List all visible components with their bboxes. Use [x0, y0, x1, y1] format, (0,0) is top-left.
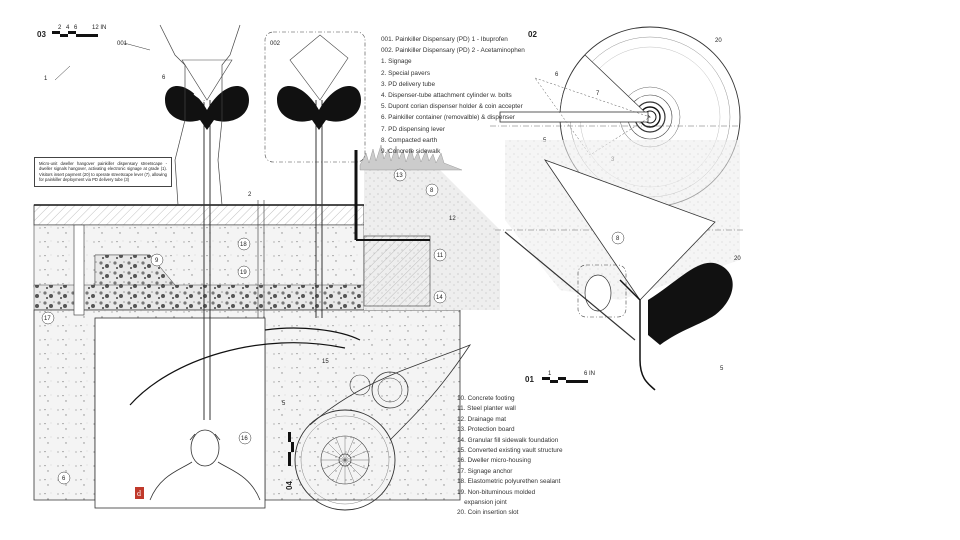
legend-item: 002. Painkiller Dispensary (PD) 2 - Acet… — [381, 47, 525, 55]
svg-text:13: 13 — [396, 173, 403, 179]
legend-item: 8. Compacted earth — [381, 136, 438, 144]
svg-text:20: 20 — [715, 38, 722, 44]
legend-item: 11. Steel planter wall — [457, 405, 516, 413]
signage-anchor — [73, 224, 85, 316]
legend-item: 2. Special pavers — [381, 69, 431, 77]
svg-text:19: 19 — [240, 270, 247, 276]
legend-item: 19. Non-bituminous molded — [457, 488, 536, 496]
dispensing-lever-plan — [499, 111, 649, 123]
legend-item: 9. Concrete sidewalk — [381, 148, 441, 156]
legend-item: 16. Dweller micro-housing — [457, 457, 531, 465]
svg-text:12: 12 — [449, 216, 456, 222]
svg-text:6: 6 — [74, 25, 78, 31]
svg-text:5: 5 — [720, 366, 724, 372]
svg-text:9: 9 — [155, 258, 159, 264]
svg-text:d: d — [137, 489, 141, 498]
legend-item: 5. Dupont corian dispenser holder & coin… — [381, 103, 523, 111]
svg-text:6: 6 — [555, 72, 559, 78]
legend-item: 6. Painkiller container (removalble) & d… — [381, 114, 515, 122]
person-figure — [159, 24, 241, 206]
svg-text:6: 6 — [62, 476, 66, 482]
legend-item: 14. Granular fill sidewalk foundation — [457, 436, 559, 444]
dispenser-001 — [165, 59, 249, 130]
legend-item: 13. Protection board — [457, 426, 515, 434]
wheel-spokes — [321, 436, 369, 484]
svg-text:6 IN: 6 IN — [584, 371, 595, 377]
svg-text:8: 8 — [430, 188, 434, 194]
logo — [135, 487, 144, 499]
dweller-micro-housing — [94, 317, 266, 509]
svg-text:1: 1 — [548, 371, 552, 377]
legend-item: 001. Painkiller Dispensary (PD) 1 - Ibup… — [381, 36, 508, 43]
svg-text:1: 1 — [44, 76, 48, 82]
svg-text:16: 16 — [241, 436, 248, 442]
legend-item: 10. Concrete footing — [457, 395, 515, 402]
legend-top: 001. Painkiller Dispensary (PD) 1 - Ibup… — [381, 34, 525, 157]
legend-item: 17. Signage anchor — [457, 467, 513, 475]
legend-item: 18. Elastometric polyurethen sealant — [457, 478, 561, 486]
legend-item: 4. Dispenser-tube attachment cylinder w.… — [381, 92, 512, 100]
legend-item: 7. PD dispensing lever — [381, 125, 445, 133]
legend-bottom: 10. Concrete footing 11. Steel planter w… — [457, 394, 563, 519]
legend-item: 12. Drainage mat — [457, 415, 507, 423]
section-view-01: 01 1 6 IN 20 5 8 — [495, 140, 745, 391]
legend-item: expansion joint — [457, 499, 507, 507]
svg-text:02: 02 — [528, 30, 537, 39]
scale-bar-03: 2 4 6 12 IN — [52, 25, 106, 37]
svg-text:002: 002 — [270, 41, 281, 47]
svg-text:18: 18 — [240, 242, 247, 248]
svg-text:14: 14 — [436, 295, 443, 301]
special-pavers — [33, 204, 365, 226]
svg-text:4: 4 — [66, 25, 70, 31]
legend-item: 3. PD delivery tube — [381, 80, 435, 88]
svg-text:2: 2 — [58, 25, 62, 31]
svg-text:7: 7 — [596, 91, 600, 97]
detail-view-04: 5 04 — [282, 344, 472, 511]
legend-item: 1. Signage — [381, 58, 412, 66]
svg-text:17: 17 — [44, 316, 51, 322]
scale-bar-01: 1 6 IN — [542, 371, 595, 383]
svg-text:8: 8 — [616, 236, 620, 242]
svg-text:2: 2 — [248, 192, 252, 198]
svg-text:12 IN: 12 IN — [92, 25, 106, 31]
view-number-03: 03 — [37, 30, 46, 39]
legend-item: 15. Converted existing vault structure — [457, 447, 563, 455]
concrete-footing — [363, 235, 431, 307]
svg-text:15: 15 — [322, 359, 329, 365]
svg-text:04: 04 — [285, 481, 294, 490]
section-view-03: 03 2 4 6 12 IN — [33, 24, 500, 509]
svg-text:20: 20 — [734, 256, 741, 262]
svg-text:001: 001 — [117, 41, 128, 47]
svg-text:01: 01 — [525, 375, 534, 384]
svg-text:5: 5 — [282, 401, 286, 407]
dispenser-002 — [264, 31, 366, 163]
legend-item: 20. Coin insertion slot — [457, 509, 519, 517]
svg-text:11: 11 — [437, 253, 444, 259]
description-note: Micro-unit dweller hangover painkiller d… — [34, 157, 172, 187]
svg-text:6: 6 — [162, 75, 166, 81]
scale-bar-04: 04 — [285, 432, 294, 490]
dweller-figure — [149, 429, 261, 501]
